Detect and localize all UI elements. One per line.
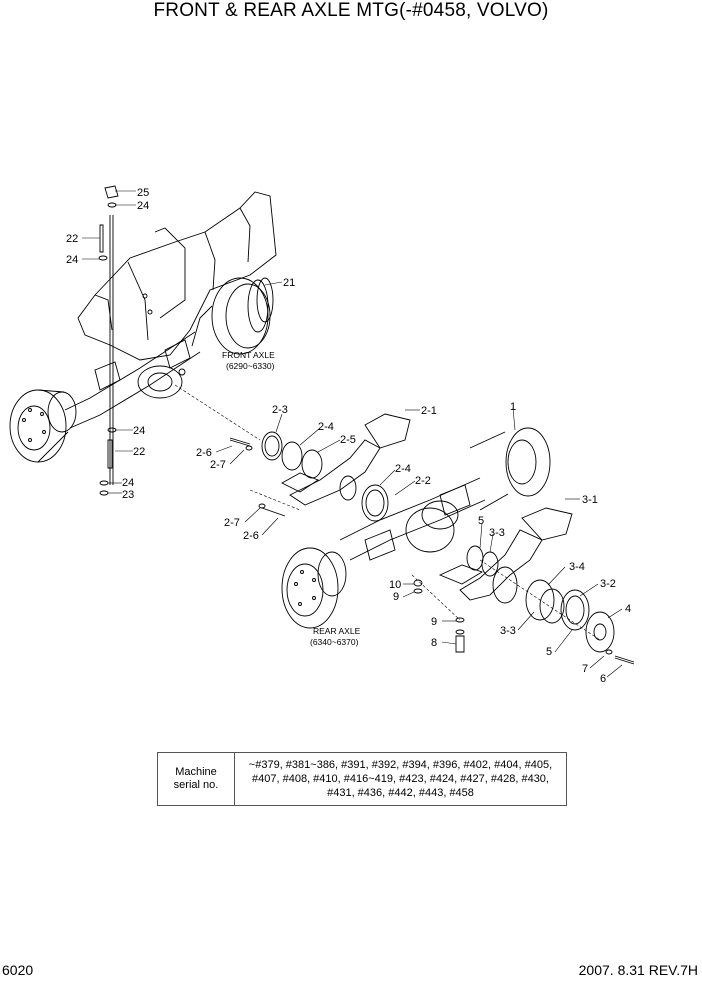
callout-3-3: 3-3 (489, 527, 505, 539)
callout-24: 24 (133, 425, 145, 437)
callout-9: 9 (393, 591, 399, 603)
callout-3-2: 3-2 (600, 578, 616, 590)
serial-number-table: Machine serial no. ~#379, #381~386, #391… (157, 752, 567, 806)
revision-date: 2007. 8.31 REV.7H (578, 962, 698, 978)
callout-2-7: 2-7 (224, 517, 240, 529)
page-title: FRONT & REAR AXLE MTG(-#0458, VOLVO) (153, 0, 549, 21)
front-axle-label: FRONT AXLE (222, 350, 275, 360)
serial-table-header: Machine serial no. (158, 753, 235, 805)
callout-2-3: 2-3 (272, 404, 288, 416)
rear-axle-label: REAR AXLE (313, 626, 361, 636)
callout-2-1: 2-1 (421, 405, 437, 417)
callout-25: 25 (137, 187, 149, 199)
callout-10: 10 (389, 579, 401, 591)
callout-21: 21 (283, 277, 295, 289)
callout-22: 22 (66, 233, 78, 245)
callout-9: 9 (431, 616, 437, 628)
serial-table-values: ~#379, #381~386, #391, #392, #394, #396,… (248, 759, 553, 799)
callout-6: 6 (600, 673, 606, 685)
callout-2-7: 2-7 (210, 459, 226, 471)
callout-2-5: 2-5 (340, 434, 356, 446)
callout-3-4: 3-4 (569, 561, 585, 573)
callout-4: 4 (625, 603, 631, 615)
front-axle-range: (6290~6330) (226, 361, 275, 371)
callout-24: 24 (66, 254, 78, 266)
callout-24: 24 (137, 200, 149, 212)
callout-2-2: 2-2 (415, 475, 431, 487)
callout-3-1: 3-1 (582, 494, 598, 506)
callout-8: 8 (431, 637, 437, 649)
callout-5: 5 (546, 646, 552, 658)
callout-2-6: 2-6 (243, 530, 259, 542)
callout-5: 5 (478, 515, 484, 527)
callout-24: 24 (122, 477, 134, 489)
page-number: 6020 (2, 962, 34, 978)
callout-2-4: 2-4 (395, 463, 411, 475)
rear-axle-assembly (229, 413, 635, 665)
callout-22: 22 (133, 446, 145, 458)
callout-7: 7 (582, 663, 588, 675)
callout-3-3: 3-3 (500, 625, 516, 637)
front-axle-assembly (9, 185, 277, 496)
callout-2-4: 2-4 (318, 421, 334, 433)
callout-1: 1 (510, 401, 516, 413)
rear-axle-range: (6340~6370) (310, 637, 359, 647)
callout-23: 23 (122, 489, 134, 501)
callout-2-6: 2-6 (196, 447, 212, 459)
